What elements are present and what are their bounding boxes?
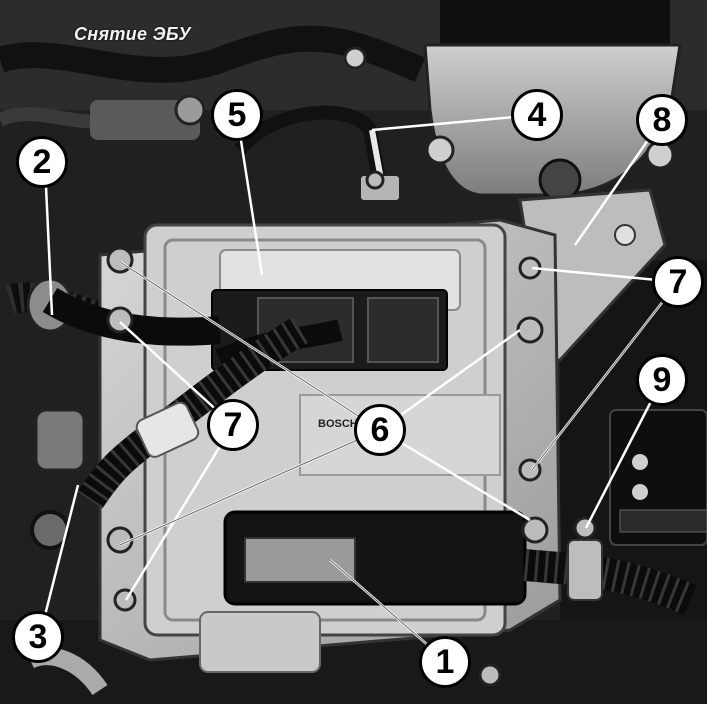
callout-2-wiring-harness: 2 xyxy=(16,136,68,188)
callout-4-fuel-pipe: 4 xyxy=(511,89,563,141)
callout-1-lower-connector: 1 xyxy=(419,636,471,688)
callout-8-bracket: 8 xyxy=(636,94,688,146)
callout-7-bolts-right: 7 xyxy=(652,256,704,308)
callout-9-bolt: 9 xyxy=(636,354,688,406)
callout-6-mounting-nuts: 6 xyxy=(354,404,406,456)
callout-7-bolts-left: 7 xyxy=(207,399,259,451)
callout-5-ecu: 5 xyxy=(211,89,263,141)
callout-3-harness: 3 xyxy=(12,611,64,663)
image-caption: Снятие ЭБУ xyxy=(74,24,191,44)
ecu-brand-label: BOSCH xyxy=(318,418,358,430)
